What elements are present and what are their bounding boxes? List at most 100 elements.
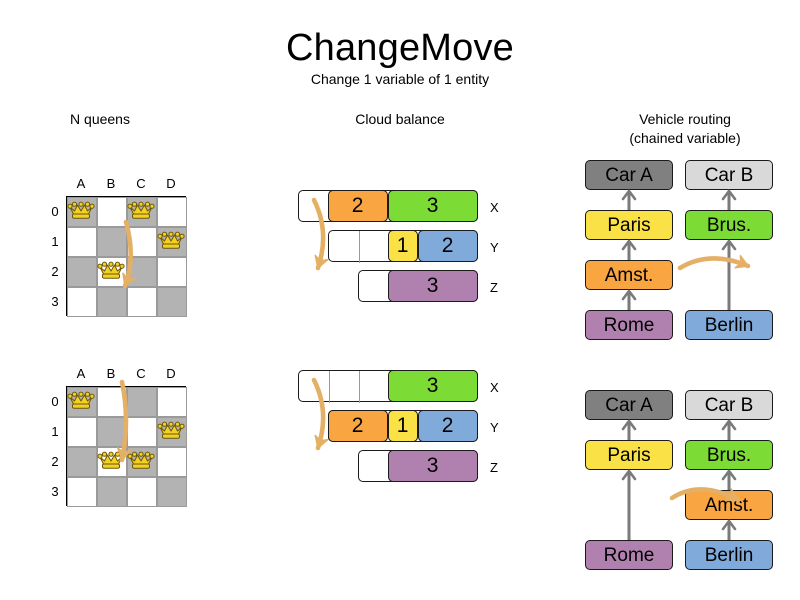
board-cell-b2[interactable]	[97, 257, 127, 287]
board-cell-a2[interactable]	[67, 257, 97, 287]
page-subtitle: Change 1 variable of 1 entity	[310, 71, 490, 87]
chessboard	[66, 386, 187, 507]
board-cell-d0[interactable]	[157, 387, 187, 417]
cloud-process-y-2[interactable]: 2	[417, 409, 478, 442]
board-rank-label-1: 1	[51, 424, 59, 439]
cloud-computer-label-z: Z	[490, 460, 498, 475]
cloud-computer-label-z: Z	[490, 280, 498, 295]
vrp-node-car-b[interactable]: Car B	[685, 160, 773, 190]
board-cell-a1[interactable]	[67, 417, 97, 447]
board-cell-b1[interactable]	[97, 417, 127, 447]
vrp-node-car-a[interactable]: Car A	[585, 390, 673, 420]
vrp-node-rome[interactable]: Rome	[585, 540, 673, 570]
board-file-label-a: A	[76, 176, 86, 191]
vrp-node-berlin[interactable]: Berlin	[685, 310, 773, 340]
vrp-node-berlin[interactable]: Berlin	[685, 540, 773, 570]
vrp-node-amst[interactable]: Amst.	[685, 490, 773, 520]
board-cell-b1[interactable]	[97, 227, 127, 257]
chessboard	[66, 196, 187, 317]
board-cell-d3[interactable]	[157, 287, 187, 317]
board-cell-a0[interactable]	[67, 197, 97, 227]
column-header-nqueens: N queens	[70, 111, 130, 127]
cloud-process-y-1[interactable]: 2	[417, 229, 478, 262]
vrp-header-line2: (chained variable)	[629, 130, 741, 146]
board-cell-d2[interactable]	[157, 257, 187, 287]
board-cell-b3[interactable]	[97, 287, 127, 317]
board-cell-d2[interactable]	[157, 447, 187, 477]
cloud-process-value: 3	[426, 454, 439, 478]
vrp-node-label: Rome	[603, 544, 655, 566]
vrp-node-label: Paris	[607, 214, 651, 236]
cloud-process-y-0[interactable]: 1	[387, 229, 418, 262]
board-rank-label-1: 1	[51, 234, 59, 249]
board-cell-c0[interactable]	[127, 197, 157, 227]
board-cell-c1[interactable]	[127, 417, 157, 447]
cloud-process-z-0[interactable]: 3	[387, 269, 478, 302]
board-cell-d3[interactable]	[157, 477, 187, 507]
board-cell-b0[interactable]	[97, 197, 127, 227]
vrp-node-car-a[interactable]: Car A	[585, 160, 673, 190]
cloud-computer-bar-x[interactable]: 3	[298, 369, 478, 403]
cloud-process-y-1[interactable]: 1	[387, 409, 418, 442]
cloud-computer-bar-z[interactable]: 3	[358, 449, 478, 482]
cloud-process-x-1[interactable]: 3	[387, 189, 478, 222]
board-cell-d0[interactable]	[157, 197, 187, 227]
cloud-process-z-0[interactable]: 3	[387, 449, 478, 482]
board-cell-b2[interactable]	[97, 447, 127, 477]
vrp-node-brus[interactable]: Brus.	[685, 210, 773, 240]
cloud-process-value: 2	[351, 194, 364, 218]
board-cell-a3[interactable]	[67, 477, 97, 507]
board-cell-a1[interactable]	[67, 227, 97, 257]
vrp-node-amst[interactable]: Amst.	[585, 260, 673, 290]
vrp-node-brus[interactable]: Brus.	[685, 440, 773, 470]
cloud-computer-bar-z[interactable]: 3	[358, 269, 478, 302]
cloud-process-x-0[interactable]: 2	[327, 189, 388, 222]
cloud-computer-label-x: X	[490, 380, 499, 395]
board-cell-c0[interactable]	[127, 387, 157, 417]
cloud-slot-divider	[329, 371, 330, 403]
board-rank-label-2: 2	[51, 264, 59, 279]
board-rank-label-3: 3	[51, 484, 59, 499]
vrp-node-label: Rome	[603, 314, 655, 336]
board-cell-c1[interactable]	[127, 227, 157, 257]
vrp-node-car-b[interactable]: Car B	[685, 390, 773, 420]
cloud-process-value: 1	[396, 234, 409, 258]
board-cell-a0[interactable]	[67, 387, 97, 417]
vrp-node-label: Amst.	[604, 264, 654, 286]
column-header-vehicle-routing: Vehicle routing (chained variable)	[590, 110, 780, 148]
vrp-node-label: Brus.	[706, 444, 752, 466]
board-cell-b0[interactable]	[97, 387, 127, 417]
board-cell-d1[interactable]	[157, 417, 187, 447]
cloud-process-value: 3	[426, 374, 439, 398]
cloud-process-value: 3	[426, 194, 439, 218]
board-cell-c3[interactable]	[127, 477, 157, 507]
vrp-node-label: Car B	[704, 164, 754, 186]
board-cell-c2[interactable]	[127, 447, 157, 477]
vrp-node-paris[interactable]: Paris	[585, 440, 673, 470]
cloud-process-value: 2	[441, 234, 454, 258]
cloud-slot-divider	[359, 231, 360, 263]
board-cell-c2[interactable]	[127, 257, 157, 287]
board-cell-a3[interactable]	[67, 287, 97, 317]
cloud-process-value: 3	[426, 274, 439, 298]
cloud-process-y-0[interactable]: 2	[327, 409, 388, 442]
board-rank-label-3: 3	[51, 294, 59, 309]
board-cell-c3[interactable]	[127, 287, 157, 317]
board-file-label-d: D	[166, 366, 176, 381]
vrp-node-paris[interactable]: Paris	[585, 210, 673, 240]
vrp-node-rome[interactable]: Rome	[585, 310, 673, 340]
board-file-label-d: D	[166, 176, 176, 191]
vrp-header-line1: Vehicle routing	[639, 111, 731, 127]
cloud-process-x-0[interactable]: 3	[387, 369, 478, 402]
board-cell-a2[interactable]	[67, 447, 97, 477]
board-cell-b3[interactable]	[97, 477, 127, 507]
board-cell-d1[interactable]	[157, 227, 187, 257]
